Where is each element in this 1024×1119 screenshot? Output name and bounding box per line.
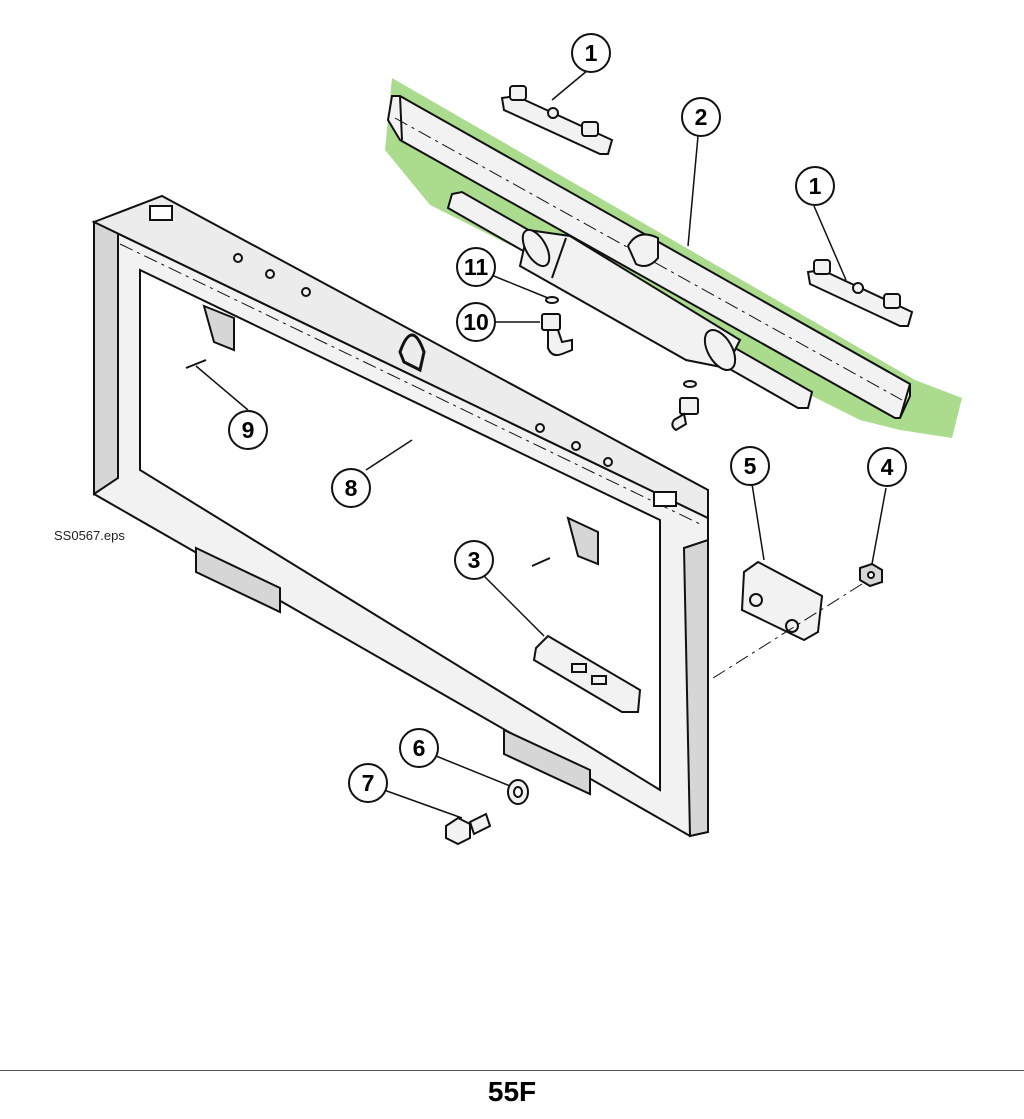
callout-8: 8 [331,468,371,508]
callout-1a: 1 [571,33,611,73]
mounting-clamp-upper [500,85,614,155]
assembly-line-nut [709,583,863,681]
svg-text:2: 2 [695,104,708,130]
footer-divider [0,1070,1024,1071]
svg-text:7: 7 [362,770,375,796]
svg-text:9: 9 [242,417,255,443]
svg-text:3: 3 [468,547,481,573]
pins [185,359,551,567]
callout-2: 2 [681,97,721,137]
elbow-fitting-lower [671,380,699,432]
svg-text:6: 6 [413,735,426,761]
callout-6: 6 [399,728,439,768]
callout-7: 7 [348,763,388,803]
leader-lines [195,69,887,819]
hex-bolt [445,812,492,846]
callout-5: 5 [730,446,770,486]
page-reference: 55F [487,1076,537,1107]
callout-11: 11 [456,247,496,287]
callout-9: 9 [228,410,268,450]
svg-text:8: 8 [345,475,358,501]
retainer-plate [532,634,642,713]
stop-block [740,560,824,642]
svg-text:1: 1 [585,40,598,66]
callout-3: 3 [454,540,494,580]
svg-text:1: 1 [809,173,822,199]
elbow-fitting-upper [541,296,573,357]
hydraulic-cylinder [446,190,814,409]
hex-nut [859,562,883,588]
flat-washer [507,779,529,805]
svg-text:5: 5 [744,453,757,479]
svg-text:11: 11 [464,254,489,280]
mounting-clamp-lower [806,259,914,327]
exploded-parts-diagram: 1 1 2 3 4 5 6 7 8 9 10 11 [91,33,962,846]
svg-text:4: 4 [881,454,894,480]
callout-1b: 1 [795,166,835,206]
callout-4: 4 [867,447,907,487]
svg-text:10: 10 [463,309,489,335]
callout-10: 10 [456,302,496,342]
carriage-frame [91,194,709,838]
file-label: SS0567.eps [54,528,125,543]
